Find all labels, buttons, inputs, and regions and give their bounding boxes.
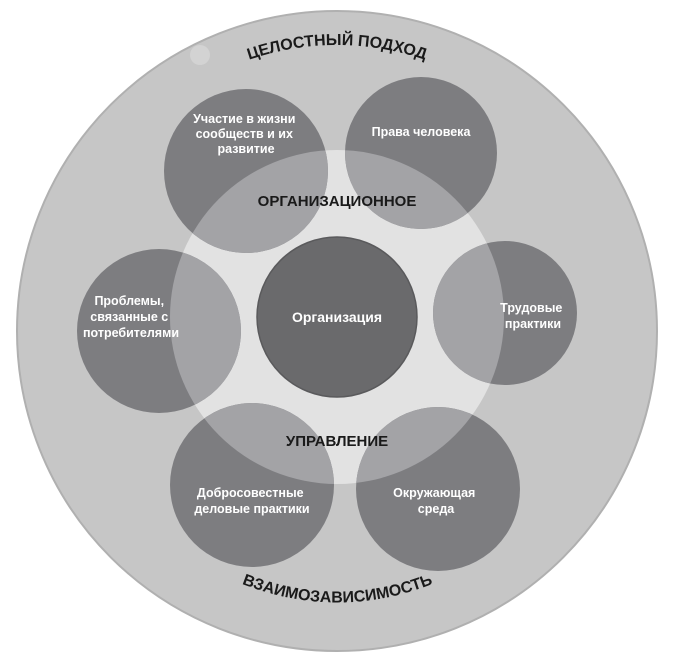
environment-label: Окружающая среда [393,486,479,516]
labour-label: Трудовые практики [500,301,566,331]
center-circle [256,236,418,398]
community-label: Участие в жизни сообществ и их развитие [193,112,299,156]
human-rights-label: Права человека [372,125,472,139]
outer-highlight [190,45,210,65]
ring-top-label: ОРГАНИЗАЦИОННОЕ [258,193,417,210]
center-label: Организация [292,309,382,325]
ring-bottom-label: УПРАВЛЕНИЕ [286,433,388,450]
consumers-label: Проблемы, связанные с потребителями [83,294,179,340]
fair-practices-label: Добросовестные деловые практики [194,486,309,516]
